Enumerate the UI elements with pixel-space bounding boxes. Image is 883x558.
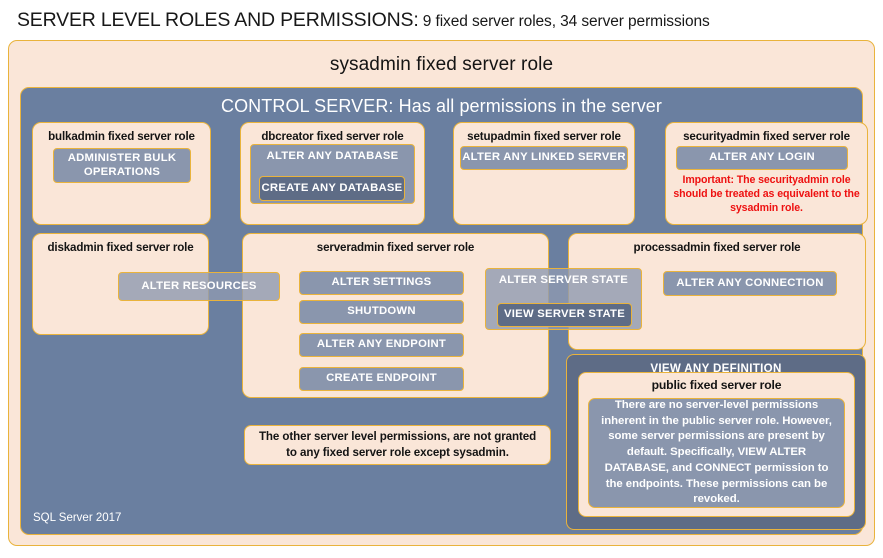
permission-chip-shutdown[interactable]: SHUTDOWN xyxy=(299,300,464,324)
permission-chip-alter-any-endpoint[interactable]: ALTER ANY ENDPOINT xyxy=(299,333,464,357)
bulkadmin-role-label: bulkadmin fixed server role xyxy=(48,130,195,143)
page-title-main: SERVER LEVEL ROLES AND PERMISSIONS: xyxy=(17,9,419,31)
securityadmin-role-label: securityadmin fixed server role xyxy=(683,130,850,143)
securityadmin-warning-note: Important: The securityadmin role should… xyxy=(673,174,860,214)
sql-version-label: SQL Server 2017 xyxy=(33,512,122,524)
permission-label-alter-any-database: ALTER ANY DATABASE xyxy=(266,150,399,162)
dbcreator-role-label: dbcreator fixed server role xyxy=(261,130,404,143)
view-any-definition-label: VIEW ANY DEFINITION xyxy=(650,362,782,375)
permission-chip-alter-resources[interactable]: ALTER RESOURCES xyxy=(118,272,280,301)
permission-chip-alter-any-login[interactable]: ALTER ANY LOGIN xyxy=(676,146,848,170)
setupadmin-role-box: setupadmin fixed server role xyxy=(453,122,635,225)
control-server-label: CONTROL SERVER: Has all permissions in t… xyxy=(220,96,663,116)
page-title-sub: 9 fixed server roles, 34 server permissi… xyxy=(418,13,710,30)
page-title: SERVER LEVEL ROLES AND PERMISSIONS: 9 fi… xyxy=(17,9,710,32)
permission-chip-create-endpoint[interactable]: CREATE ENDPOINT xyxy=(299,367,464,391)
permission-label-alter-server-state: ALTER SERVER STATE xyxy=(498,274,629,286)
permission-chip-administer-bulk-operations[interactable]: ADMINISTER BULK OPERATIONS xyxy=(53,148,191,183)
sysadmin-role-label: sysadmin fixed server role xyxy=(329,54,554,75)
public-role-note: There are no server-level permissions in… xyxy=(588,398,845,508)
permission-chip-create-any-database[interactable]: CREATE ANY DATABASE xyxy=(259,176,405,201)
securityadmin-role-box: securityadmin fixed server role xyxy=(665,122,868,225)
permission-chip-view-server-state[interactable]: VIEW SERVER STATE xyxy=(497,303,632,327)
permission-chip-alter-any-connection[interactable]: ALTER ANY CONNECTION xyxy=(663,271,837,296)
permission-chip-alter-settings[interactable]: ALTER SETTINGS xyxy=(299,271,464,295)
serveradmin-role-label: serveradmin fixed server role xyxy=(316,241,475,254)
public-role-label: public fixed server role xyxy=(651,378,782,392)
setupadmin-role-label: setupadmin fixed server role xyxy=(467,130,621,143)
diskadmin-role-label: diskadmin fixed server role xyxy=(47,241,194,254)
other-permissions-note: The other server level permissions, are … xyxy=(244,425,551,465)
permission-chip-alter-any-linked-server[interactable]: ALTER ANY LINKED SERVER xyxy=(460,146,628,170)
processadmin-role-label: processadmin fixed server role xyxy=(633,241,801,254)
